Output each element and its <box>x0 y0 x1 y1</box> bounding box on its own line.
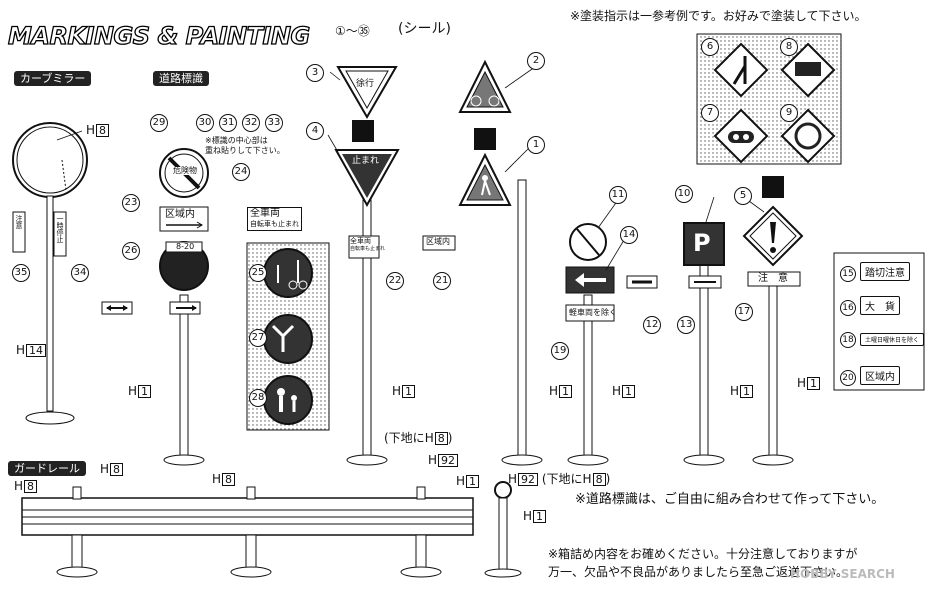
callout: 31 <box>219 114 237 132</box>
callout: 9 <box>780 104 798 122</box>
callout: 29 <box>150 114 168 132</box>
seal-label: (シール) <box>398 21 451 37</box>
callout: 34 <box>71 264 89 282</box>
note-top: ※塗装指示は一参考例です。お好みで塗装して下さい。 <box>570 9 867 23</box>
callout: 3 <box>306 64 324 82</box>
callout: 28 <box>249 389 267 407</box>
sign-pole-left <box>101 148 209 466</box>
diamond-sign-panel <box>696 33 842 165</box>
callout: 17 <box>735 303 753 321</box>
callout: 25 <box>249 264 267 282</box>
callout: 19 <box>551 342 569 360</box>
sign-text-jokou: 徐行 <box>356 79 375 89</box>
sign-text-zensharyo-small-1: 全車両 <box>350 237 371 245</box>
callout: 10 <box>675 185 693 203</box>
sign-pole-parking <box>683 222 725 466</box>
callout: 8 <box>780 38 798 56</box>
note-signs: ※道路標識は、ご自由に組み合わせて作って下さい。 <box>575 492 885 507</box>
callout: 33 <box>265 114 283 132</box>
note-bottom-2: 万一、欠品や不良品がありましたら至急ご返送下さい。 <box>548 565 849 579</box>
callout: 14 <box>620 226 638 244</box>
callout: 26 <box>122 242 140 260</box>
callout: 5 <box>734 187 752 205</box>
sign-text-mirror-2: 一時停止 <box>56 215 64 243</box>
sign-text-kikenbutsu: 危険物 <box>173 166 197 175</box>
sign-text-parking: P <box>693 229 711 257</box>
callout: 35 <box>12 264 30 282</box>
callout: 23 <box>122 194 140 212</box>
callout: 24 <box>232 163 250 181</box>
callout: 22 <box>386 272 404 290</box>
callout: 2 <box>527 52 545 70</box>
guard-rail <box>21 481 522 578</box>
sign-text-time: 8-20 <box>176 242 195 251</box>
sign-text-mirror-1: 注意 <box>15 215 23 229</box>
sign-text-zensharyo-2: 自転車も止まれ <box>250 220 299 228</box>
section-curve-mirror: カーブミラー <box>14 71 92 86</box>
sign-text-zensharyo: 全車両 自転車も止まれ <box>247 207 302 231</box>
leader-lines <box>56 66 765 271</box>
curve-mirror <box>12 122 88 425</box>
callout: 6 <box>701 38 719 56</box>
sign-text-zensharyo-small: 全車両 自転車も止まれ <box>350 238 385 252</box>
callout: 1 <box>527 136 545 154</box>
small-note: ※標識の中心部は 重ね貼りして下さい。 <box>205 136 285 155</box>
watermark: HOBBY SEARCH <box>790 567 895 581</box>
callout: 27 <box>249 329 267 347</box>
sign-text-zensharyo-1: 全車両 <box>250 208 280 219</box>
sign-text-zensharyo-small-2: 自転車も止まれ <box>350 246 386 252</box>
callout: 7 <box>701 104 719 122</box>
section-road-signs: 道路標識 <box>153 71 209 86</box>
callout: 4 <box>306 122 324 140</box>
sign-pole-crossing <box>458 59 543 466</box>
callout: 32 <box>242 114 260 132</box>
sign-pole-stop <box>334 66 456 466</box>
page-title: MARKINGS & PAINTING <box>7 22 311 50</box>
sign-text-chui: 注 意 <box>758 273 788 284</box>
callout: 11 <box>609 186 627 204</box>
sign-text-keisharyo: 軽車両を除く <box>569 308 617 317</box>
callout: 30 <box>196 114 214 132</box>
callout: 21 <box>433 272 451 290</box>
seal-range: ①～㉟ <box>335 24 370 38</box>
sign-pole-warning <box>742 176 804 466</box>
sign-text-tomare: 止まれ <box>352 156 380 166</box>
sign-text-kuikinai: 区域内 <box>165 209 195 220</box>
sign-pole-oneway <box>565 223 658 466</box>
sign-text-kuikinai-small: 区域内 <box>426 237 450 246</box>
note-bottom-1: ※箱詰め内容をお確めください。十分注意しておりますが <box>548 547 858 561</box>
callout: 13 <box>677 316 695 334</box>
callout: 12 <box>643 316 661 334</box>
section-guard-rail: ガードレール <box>8 461 86 476</box>
